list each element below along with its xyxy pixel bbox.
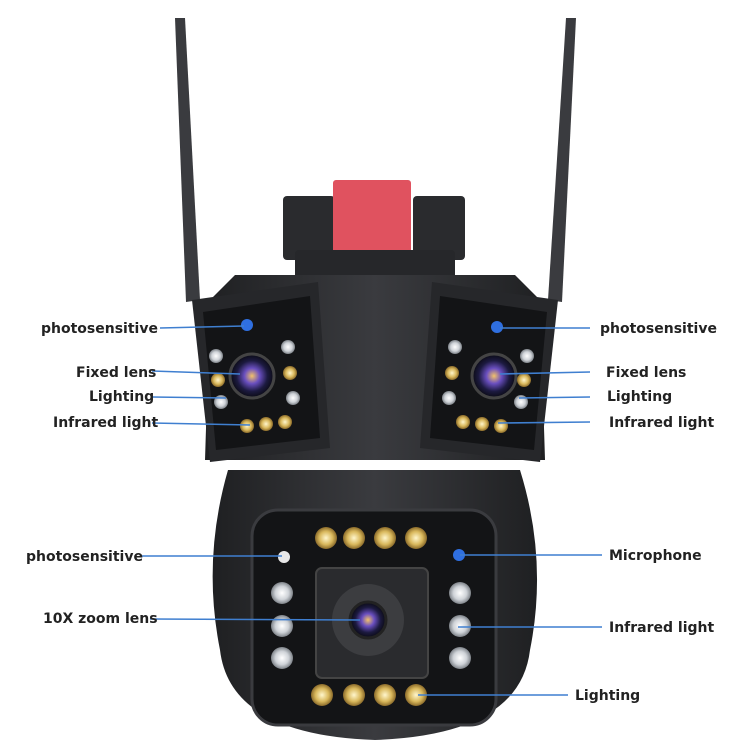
antenna-left [175, 18, 200, 302]
label-right-lighting: Lighting [607, 389, 672, 405]
mount-base [295, 250, 455, 280]
label-right-photosensitive: photosensitive [600, 321, 717, 337]
antenna-right [548, 18, 576, 302]
label-right-fixed-lens: Fixed lens [606, 365, 686, 381]
label-left-fixed-lens: Fixed lens [76, 365, 156, 381]
label-left-lighting: Lighting [89, 389, 154, 405]
mount-bracket-left [283, 196, 335, 260]
mount-bracket-right [413, 196, 465, 260]
label-bottom-lighting: Lighting [575, 688, 640, 704]
label-left-photosensitive: photosensitive [41, 321, 158, 337]
leader-lines [140, 325, 602, 696]
label-bottom-infrared: Infrared light [609, 620, 714, 636]
label-right-infrared: Infrared light [609, 415, 714, 431]
label-bottom-photosensitive: photosensitive [26, 549, 143, 565]
right-fixed-lens [470, 352, 518, 400]
left-fixed-lens [228, 352, 276, 400]
label-microphone: Microphone [609, 548, 702, 564]
label-zoom-lens: 10X zoom lens [43, 611, 158, 627]
mount-red-block [333, 180, 411, 264]
label-left-infrared: Infrared light [53, 415, 158, 431]
